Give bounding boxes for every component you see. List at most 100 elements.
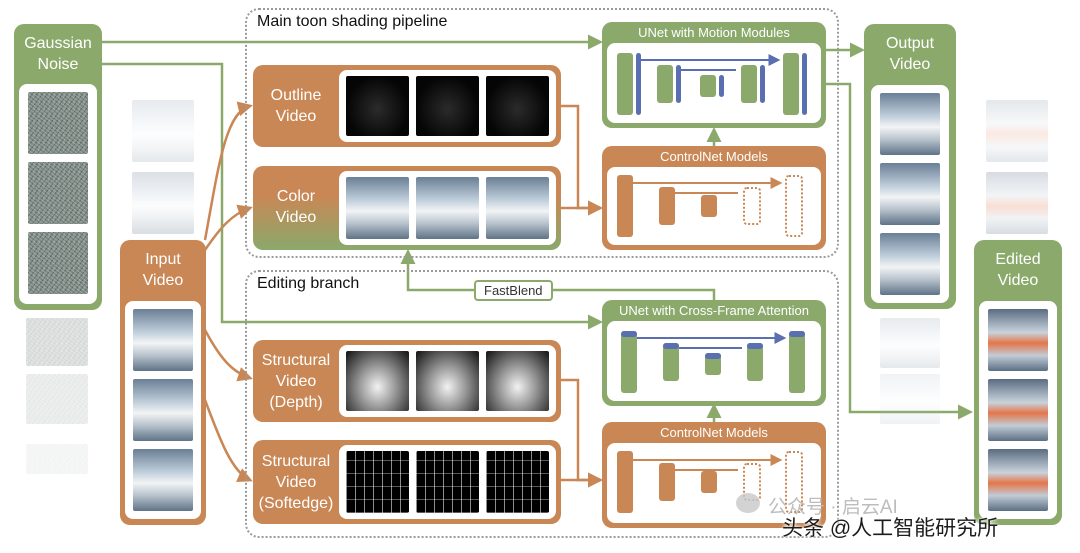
edited-frames-panel bbox=[979, 301, 1057, 519]
outline-video-box: Outline Video bbox=[253, 65, 561, 147]
gaussian-noise-box: Gaussian Noise bbox=[14, 24, 102, 310]
controlnet-block bbox=[701, 195, 717, 217]
controlnet-top-box: ControlNet Models bbox=[602, 146, 826, 250]
cross-frame-attention bbox=[789, 331, 805, 337]
controlnet-zero-block bbox=[743, 187, 761, 225]
editing-branch-title: Editing branch bbox=[257, 275, 360, 292]
output-frame bbox=[880, 163, 940, 225]
edited-frame bbox=[988, 379, 1048, 441]
main-pipeline-region: Main toon shading pipeline bbox=[245, 8, 839, 258]
controlnet-bottom-box: ControlNet Models bbox=[602, 422, 826, 528]
cross-frame-attention bbox=[621, 331, 637, 337]
output-ghost-frame bbox=[880, 318, 940, 368]
structural-depth-label: Structural Video (Depth) bbox=[261, 352, 331, 411]
color-frames-panel bbox=[339, 171, 556, 245]
softedge-frames-panel bbox=[339, 445, 556, 519]
controlnet-zero-block bbox=[785, 175, 803, 237]
output-video-label: Output Video bbox=[885, 35, 935, 73]
softedge-frame bbox=[416, 451, 479, 513]
cross-frame-attention bbox=[747, 343, 763, 349]
main-pipeline-title: Main toon shading pipeline bbox=[257, 13, 448, 30]
outline-frame bbox=[416, 76, 479, 136]
controlnet-block bbox=[659, 187, 675, 225]
unet-decoder-block bbox=[783, 53, 799, 115]
motion-module bbox=[760, 65, 765, 103]
structural-softedge-label: Structural Video (Softedge) bbox=[258, 453, 334, 512]
edited-ghost-frame bbox=[986, 172, 1048, 234]
noise-ghost-frame bbox=[26, 444, 88, 474]
gaussian-noise-label: Gaussian Noise bbox=[24, 35, 92, 73]
input-frames-panel bbox=[125, 301, 201, 519]
controlnet-bottom-panel bbox=[607, 443, 821, 523]
unet-bottleneck-block bbox=[700, 75, 716, 97]
noise-frame bbox=[28, 232, 88, 294]
color-video-box: Color Video bbox=[253, 166, 561, 250]
color-video-label: Color Video bbox=[275, 188, 317, 226]
softedge-frame bbox=[346, 451, 409, 513]
watermark-toutiao: 头条 @人工智能研究所 bbox=[782, 517, 999, 540]
softedge-frame bbox=[486, 451, 549, 513]
watermark-account: 公众号 · 启云AI bbox=[768, 497, 898, 518]
unet-cross-box: UNet with Cross-Frame Attention bbox=[602, 300, 826, 406]
wechat-icon bbox=[736, 493, 760, 513]
edited-video-box: Edited Video bbox=[974, 240, 1062, 525]
noise-frame bbox=[28, 92, 88, 154]
unet-decoder-block bbox=[747, 343, 763, 381]
noise-frame bbox=[28, 162, 88, 224]
unet-encoder-block bbox=[617, 53, 633, 115]
depth-frames-panel bbox=[339, 345, 556, 417]
motion-module bbox=[676, 65, 681, 103]
fastblend-tag: FastBlend bbox=[474, 280, 553, 301]
structural-depth-box: Structural Video (Depth) bbox=[253, 340, 561, 422]
unet-encoder-block bbox=[663, 343, 679, 381]
cross-frame-attention bbox=[705, 353, 721, 359]
input-frame bbox=[133, 379, 193, 441]
output-frame bbox=[880, 233, 940, 295]
depth-frame bbox=[416, 351, 479, 411]
output-ghost-frame bbox=[880, 374, 940, 424]
cross-frame-attention bbox=[663, 343, 679, 349]
depth-frame bbox=[346, 351, 409, 411]
edited-frame bbox=[988, 309, 1048, 371]
input-video-box: Input Video bbox=[120, 240, 206, 525]
unet-motion-panel bbox=[607, 43, 821, 123]
output-frames-panel bbox=[871, 85, 949, 303]
outline-frame bbox=[486, 76, 549, 136]
output-frame bbox=[880, 93, 940, 155]
unet-encoder-block bbox=[657, 65, 673, 103]
outline-frames-panel bbox=[339, 70, 556, 142]
edited-video-label: Edited Video bbox=[995, 251, 1041, 289]
edited-frame bbox=[988, 449, 1048, 511]
color-frame bbox=[486, 177, 549, 239]
motion-module bbox=[636, 53, 641, 115]
input-frame bbox=[133, 449, 193, 511]
edited-ghost-frame bbox=[986, 100, 1048, 162]
input-ghost-frame bbox=[132, 100, 194, 162]
controlnet-bottom-title: ControlNet Models bbox=[660, 425, 768, 440]
outline-video-label: Outline Video bbox=[270, 87, 322, 125]
noise-ghost-frame bbox=[26, 374, 88, 424]
unet-decoder-block bbox=[741, 65, 757, 103]
unet-motion-title: UNet with Motion Modules bbox=[638, 25, 790, 40]
outline-frame bbox=[346, 76, 409, 136]
depth-frame bbox=[486, 351, 549, 411]
unet-decoder-block bbox=[789, 331, 805, 393]
input-ghost-frame bbox=[132, 172, 194, 234]
controlnet-top-title: ControlNet Models bbox=[660, 149, 768, 164]
unet-cross-title: UNet with Cross-Frame Attention bbox=[618, 303, 809, 318]
unet-motion-box: UNet with Motion Modules bbox=[602, 22, 826, 128]
controlnet-top-panel bbox=[607, 167, 821, 245]
output-video-box: Output Video bbox=[864, 24, 956, 309]
editing-branch-region: Editing branch bbox=[245, 270, 839, 538]
controlnet-block bbox=[659, 463, 675, 501]
controlnet-block bbox=[617, 175, 633, 237]
structural-softedge-box: Structural Video (Softedge) bbox=[253, 440, 561, 524]
color-frame bbox=[416, 177, 479, 239]
controlnet-block bbox=[701, 471, 717, 493]
input-video-label: Input Video bbox=[142, 251, 184, 289]
controlnet-zero-block bbox=[785, 451, 803, 513]
